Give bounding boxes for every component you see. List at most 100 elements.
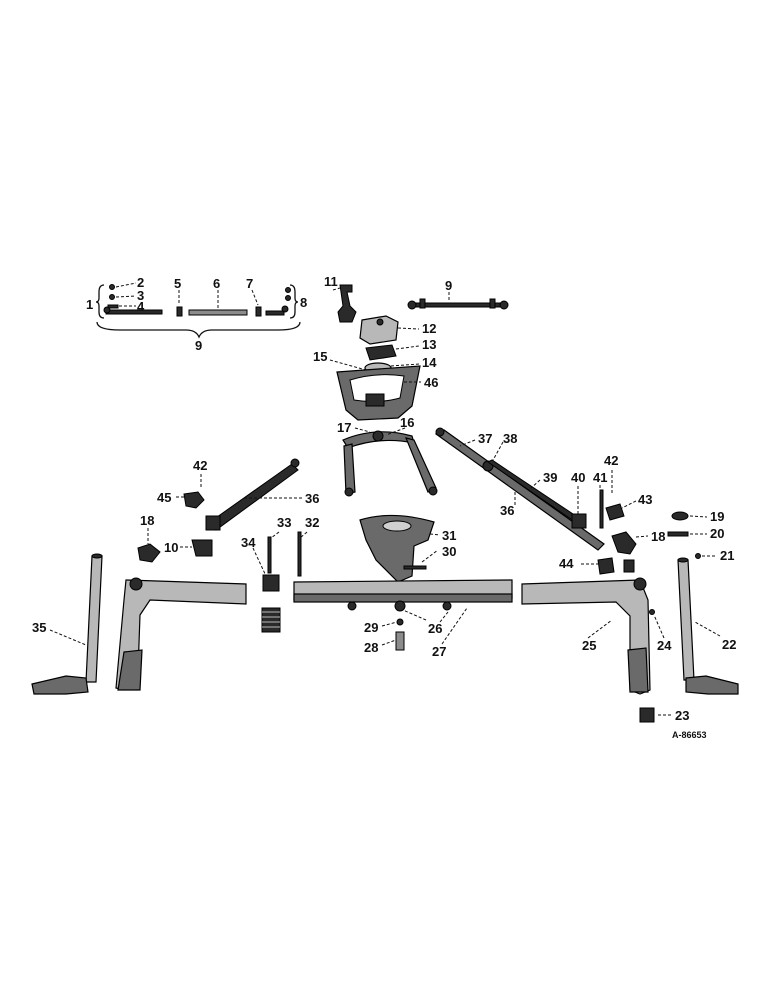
callout-12: 12 [422,321,436,336]
callout-38: 38 [503,431,517,446]
callout-43: 43 [638,492,652,507]
callout-11: 11 [324,274,338,289]
callout-29: 29 [364,620,378,635]
callout-10: 10 [164,540,178,555]
leader-15 [329,359,367,371]
part-27-center-axle-lower [293,593,513,603]
leader-18b [635,535,649,538]
callout-45: 45 [157,490,171,505]
part-40-bushing [571,513,587,529]
leader-17 [354,427,371,433]
center-axle [293,579,513,651]
part-17-left-eye [344,487,354,497]
part-26-boss-center [394,600,406,612]
part-35-spindle-top [91,553,103,559]
part-10-clip [191,539,213,557]
callout-44: 44 [559,556,574,571]
part-43-clip [605,503,625,521]
part-22-spindle-top [677,557,689,563]
callout-21: 21 [720,548,734,563]
leader-43 [621,500,637,509]
part-22-spindle-shaft [677,559,695,681]
part-36-end-top [290,458,300,468]
callout-32: 32 [305,515,319,530]
part-8-nut [285,287,291,293]
part-36-end-bottom [205,515,221,531]
leader-35 [49,629,87,646]
leader-27 [441,607,468,645]
part-22-spindle-arm [685,675,739,695]
leader-39 [530,479,541,489]
leader-3 [115,295,137,298]
tie-rod-right-clamp-2 [489,298,496,309]
callout-34: 34 [241,535,256,550]
callout-36-right: 36 [500,503,514,518]
part-25-extension-shadow [627,647,649,693]
callout-labels: 1 2 3 4 5 6 7 8 9 9 10 11 12 13 14 15 16… [32,274,736,740]
part-25-pivot [633,577,647,591]
right-radius-rod [434,427,649,575]
tie-rod-right-end-left [407,300,417,310]
callout-5: 5 [174,276,181,291]
bracket-8 [289,284,299,319]
part-31-bore [382,520,412,532]
part-34-bushing [262,574,280,592]
part-18-left-clip [137,543,161,563]
part-37-end [435,427,445,437]
callout-4: 4 [137,299,145,314]
part-30-pin [403,565,427,570]
leader-13 [395,345,420,350]
callout-18-left: 18 [140,513,154,528]
callout-18-right: 18 [651,529,665,544]
part-32-bolt [297,531,302,577]
callout-33: 33 [277,515,291,530]
leader-24 [653,614,665,639]
part-45-clamp [183,491,205,509]
part-11-steering-arm [337,284,357,323]
callout-7: 7 [246,276,253,291]
part-8-ball [281,305,289,313]
part-18-right-clip [611,531,637,555]
leader-30 [421,549,439,563]
radius-rod-yoke [342,427,438,497]
part-21-nut [695,553,701,559]
callout-25: 25 [582,638,596,653]
bracket-1 [95,284,105,319]
part-17-right-arm [404,437,437,493]
callout-30: 30 [442,544,456,559]
part-19-washer [671,511,689,521]
leader-26a [402,609,427,621]
callout-28: 28 [364,640,378,655]
callout-27: 27 [432,644,446,659]
callout-40: 40 [571,470,585,485]
spring-coils [262,611,280,628]
part-26-boss-right [442,601,452,611]
center-pivot-bracket [359,514,441,583]
callout-6: 6 [213,276,220,291]
leader-26b [439,611,449,623]
part-24-fitting [649,609,655,615]
tie-rod-assembly-right [407,292,509,310]
callout-35: 35 [32,620,46,635]
callout-19: 19 [710,509,724,524]
leader-16 [385,427,406,436]
tie-rod-right-clamp [419,298,426,309]
part-44-clip [597,557,615,575]
part-4-pin [107,304,119,309]
part-1-ball [103,306,111,314]
part-6-tube [188,309,248,316]
leader-34 [252,547,267,577]
left-radius-rod [137,458,302,563]
leader-37 [459,439,476,447]
callout-14: 14 [422,355,437,370]
part-5-clamp [176,306,183,317]
callout-46: 46 [424,375,438,390]
steering-pivot-stack [329,284,421,421]
part-28-pin [395,631,405,651]
spring-and-bolts [252,531,308,633]
left-axle-extension-pivot [129,577,143,591]
part-35-spindle-arm [31,675,89,695]
part-29-fitting [396,618,404,626]
callout-3: 3 [137,288,144,303]
callout-9-left: 9 [195,338,202,353]
